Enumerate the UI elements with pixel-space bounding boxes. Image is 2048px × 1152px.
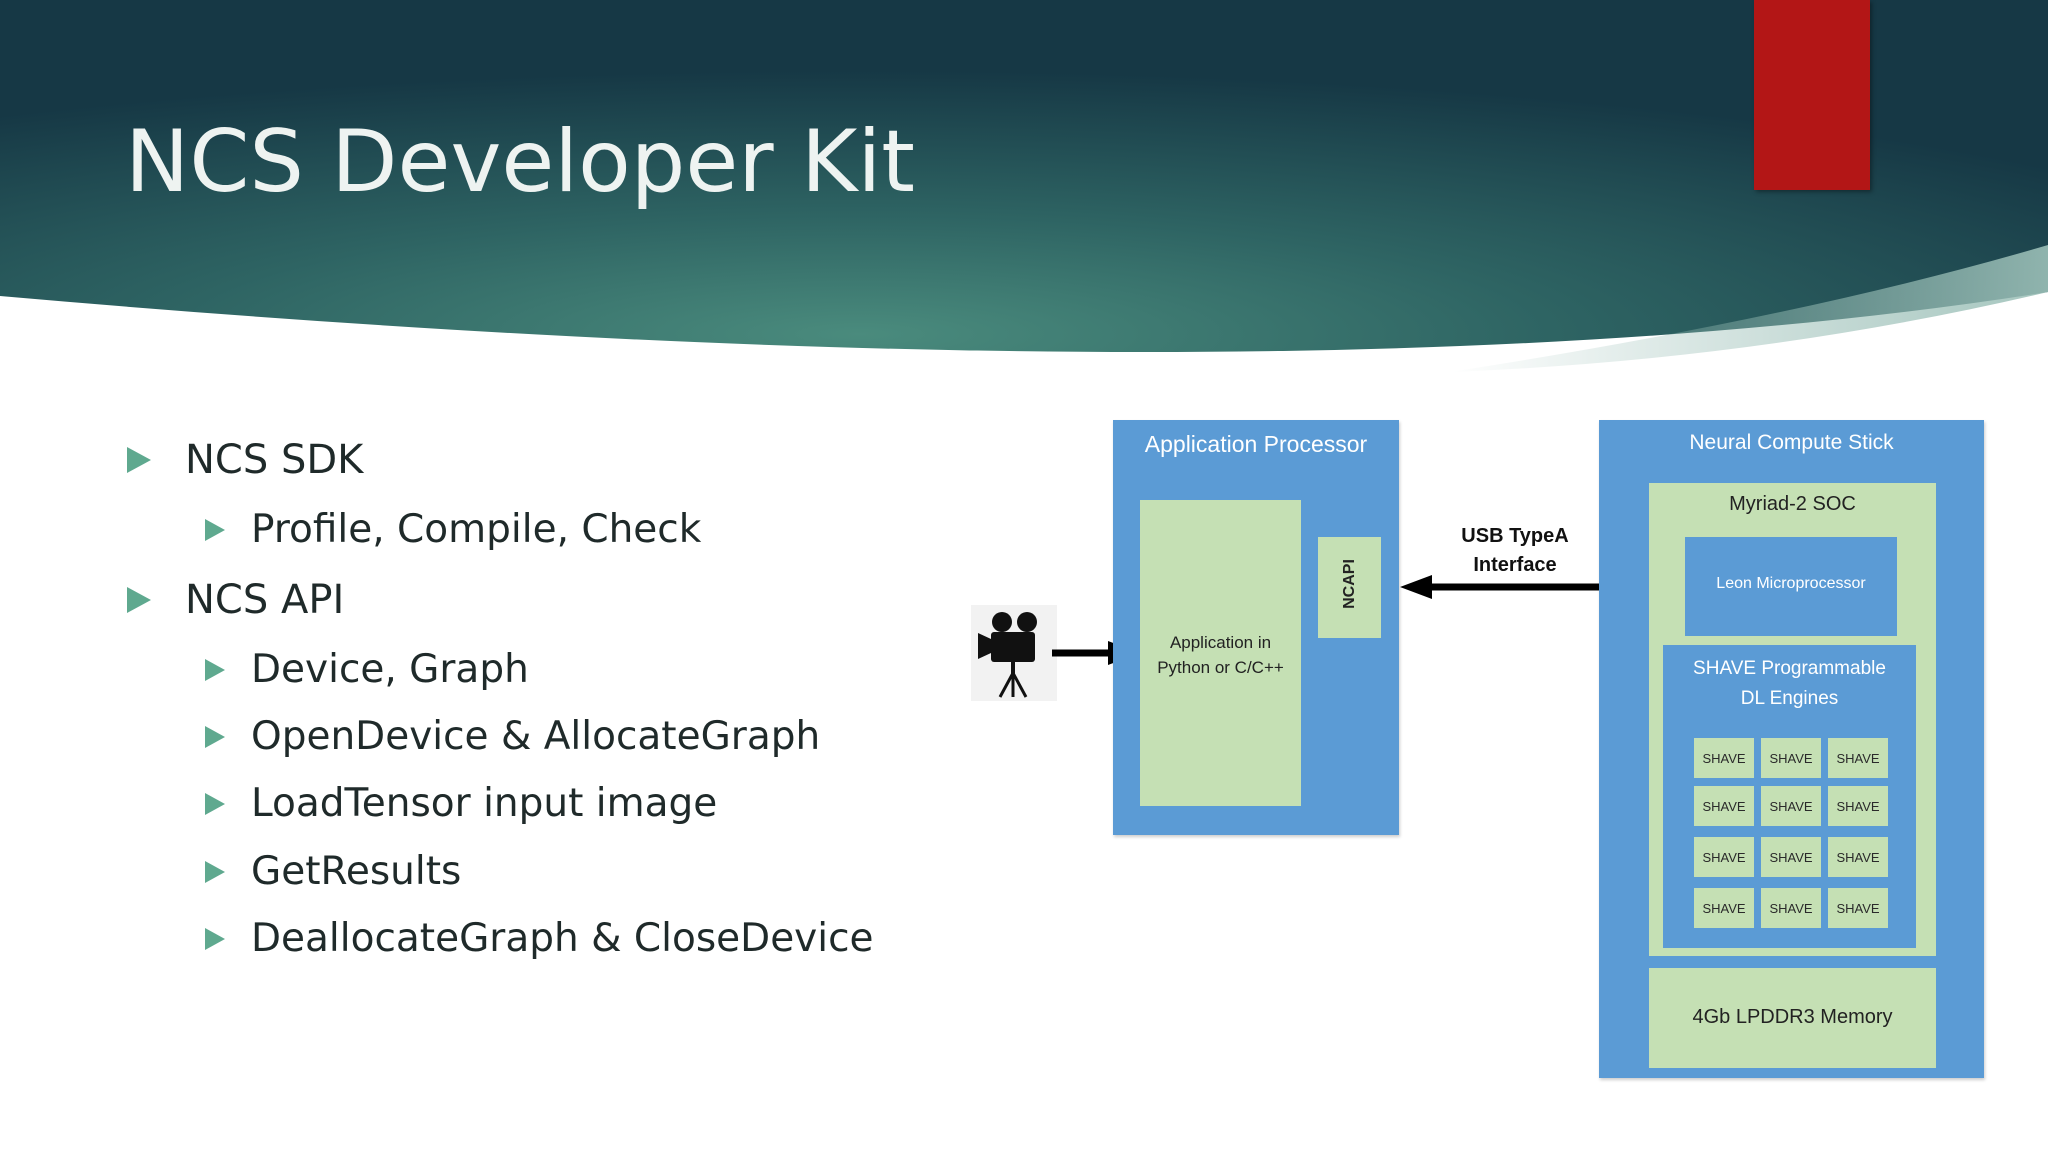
video-camera-icon	[971, 605, 1057, 701]
bullet-text: OpenDevice & AllocateGraph	[251, 714, 821, 759]
shave-cell: SHAVE	[1694, 837, 1754, 877]
application-label-line2: Python or C/C++	[1157, 658, 1284, 677]
shave-cell: SHAVE	[1694, 786, 1754, 826]
sub-bullet-device-graph: Device, Graph	[205, 647, 529, 692]
neural-compute-stick-title: Neural Compute Stick	[1689, 431, 1894, 454]
triangle-bullet-icon	[205, 792, 225, 815]
red-accent-tab	[1754, 0, 1870, 190]
triangle-bullet-icon	[127, 587, 151, 613]
triangle-bullet-icon	[205, 518, 225, 541]
shave-label-line2: DL Engines	[1740, 688, 1839, 709]
shave-cell: SHAVE	[1694, 738, 1754, 778]
bullet-text: GetResults	[251, 849, 462, 894]
shave-cell: SHAVE	[1828, 888, 1888, 928]
shave-engines-label: SHAVE Programmable DL Engines	[1663, 654, 1916, 714]
leon-microprocessor-label: Leon Microprocessor	[1716, 575, 1866, 592]
bullet-text: NCS API	[185, 577, 345, 623]
sub-bullet-deallocate: DeallocateGraph & CloseDevice	[205, 916, 874, 961]
shave-cell: SHAVE	[1761, 837, 1821, 877]
shave-cell: SHAVE	[1761, 738, 1821, 778]
bullet-text: LoadTensor input image	[251, 781, 718, 826]
application-processor-title: Application Processor	[1144, 431, 1368, 457]
bullet-text: Profile, Compile, Check	[251, 507, 702, 552]
triangle-bullet-icon	[205, 725, 225, 748]
triangle-bullet-icon	[205, 658, 225, 681]
triangle-bullet-icon	[127, 447, 151, 473]
shave-cell: SHAVE	[1761, 786, 1821, 826]
arrowhead	[1400, 575, 1432, 599]
shave-label-line1: SHAVE Programmable	[1693, 658, 1886, 679]
ncapi-box	[1318, 537, 1381, 638]
application-label-line1: Application in	[1169, 633, 1272, 652]
shave-cell: SHAVE	[1694, 888, 1754, 928]
shave-cell: SHAVE	[1761, 888, 1821, 928]
shave-cell: SHAVE	[1828, 837, 1888, 877]
bullet-text: NCS SDK	[185, 437, 364, 483]
usb-label-line2: Interface	[1473, 554, 1557, 576]
application-label: Application in Python or C/C++	[1140, 630, 1301, 680]
application-box	[1140, 500, 1301, 806]
memory-box	[1649, 968, 1936, 1068]
leon-microprocessor-box	[1685, 537, 1897, 636]
usb-interface-label: USB TypeA Interface	[1400, 522, 1630, 580]
memory-label: 4Gb LPDDR3 Memory	[1692, 1006, 1893, 1028]
triangle-bullet-icon	[205, 860, 225, 883]
sub-bullet-profile-compile-check: Profile, Compile, Check	[205, 507, 701, 552]
slide-title: NCS Developer Kit	[125, 112, 915, 212]
sub-bullet-getresults: GetResults	[205, 849, 461, 894]
header-background	[0, 0, 2048, 372]
bullet-ncs-sdk: NCS SDK	[127, 437, 363, 483]
shave-cell: SHAVE	[1828, 738, 1888, 778]
ncapi-label: NCAPI	[1341, 559, 1358, 609]
bullet-text: DeallocateGraph & CloseDevice	[251, 916, 874, 961]
shave-cell: SHAVE	[1828, 786, 1888, 826]
bullet-text: Device, Graph	[251, 647, 529, 692]
bullet-ncs-api: NCS API	[127, 577, 344, 623]
triangle-bullet-icon	[205, 927, 225, 950]
usb-label-line1: USB TypeA	[1461, 525, 1569, 547]
sub-bullet-loadtensor: LoadTensor input image	[205, 781, 717, 826]
myriad-soc-label: Myriad-2 SOC	[1729, 493, 1856, 515]
sub-bullet-opendevice: OpenDevice & AllocateGraph	[205, 714, 820, 759]
